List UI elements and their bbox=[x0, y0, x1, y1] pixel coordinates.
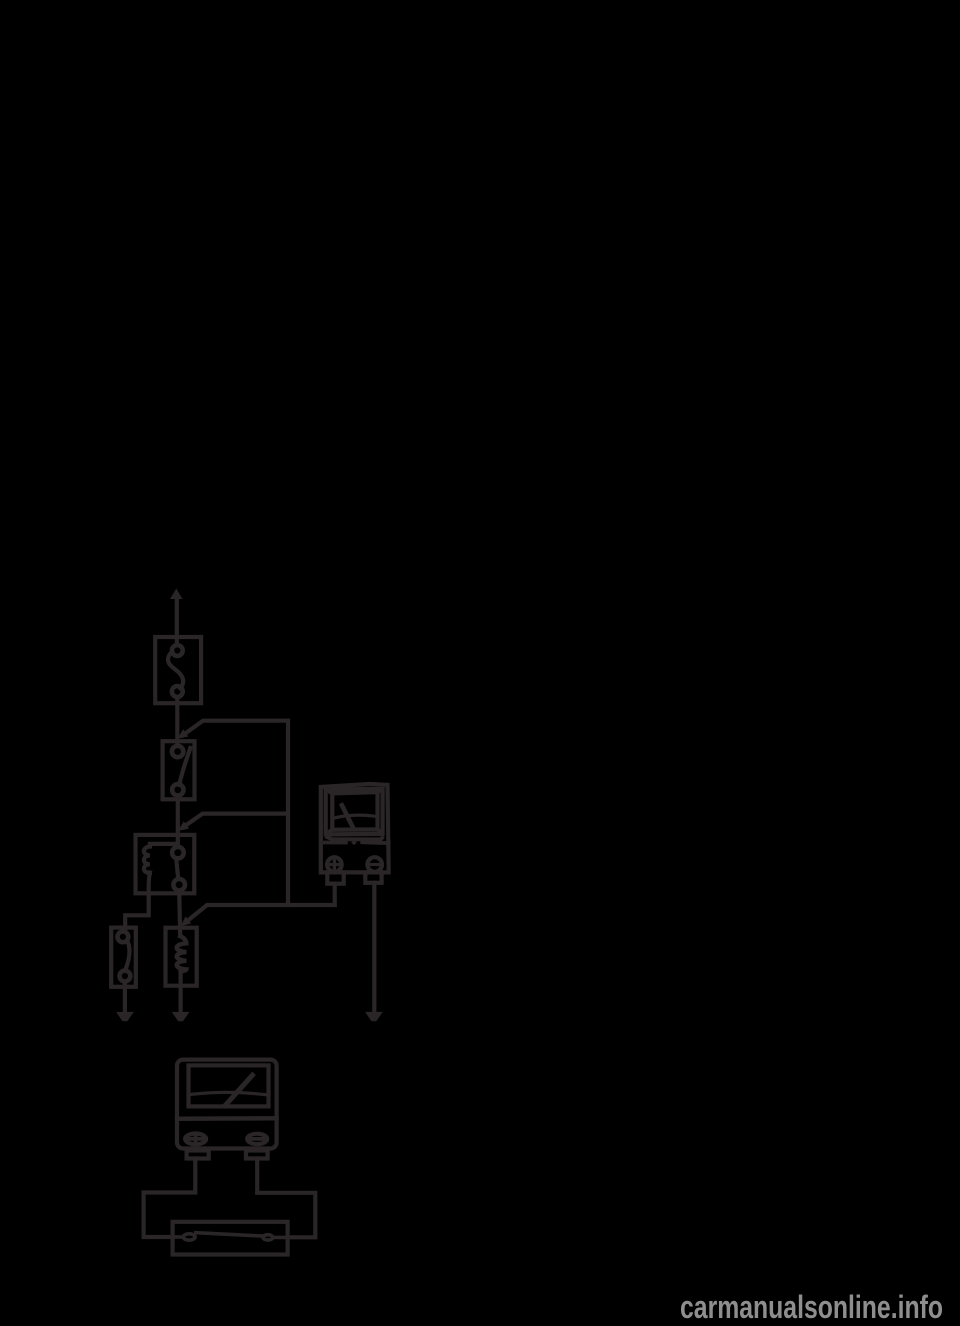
svg-text:carmanualsonline.info: carmanualsonline.info bbox=[680, 1289, 943, 1325]
